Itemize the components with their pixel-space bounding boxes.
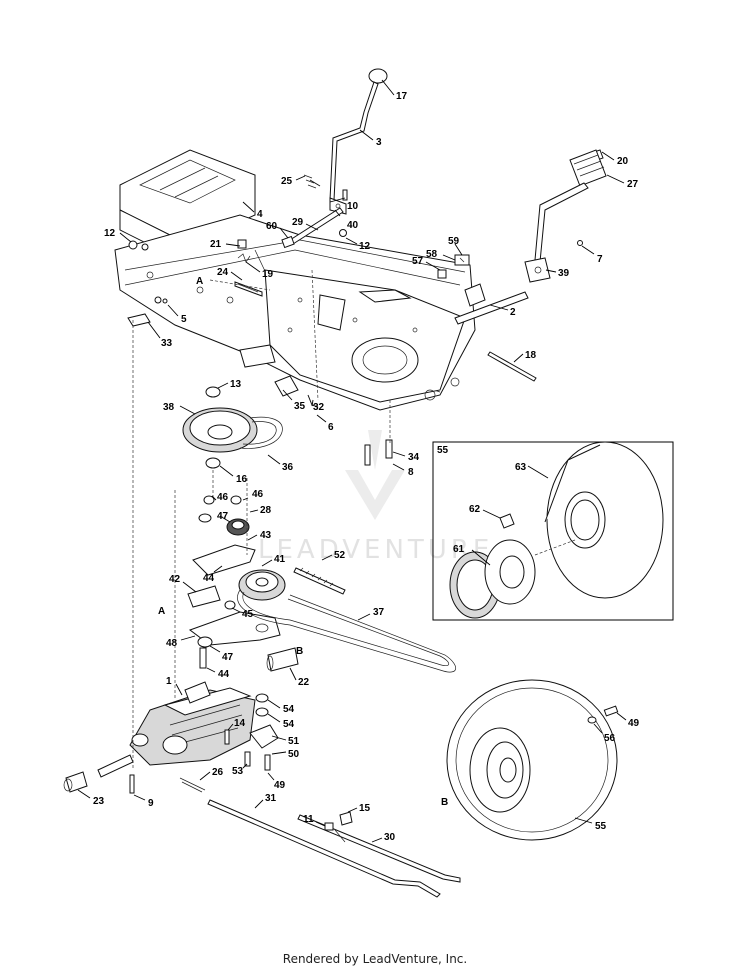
watermark: LEADVENTURE	[258, 430, 493, 565]
callout-24: 24	[217, 267, 229, 278]
callout-36: 36	[282, 462, 294, 473]
callout-21: 21	[210, 239, 222, 250]
callout-54: 54	[283, 719, 295, 730]
callout-58: 58	[426, 249, 438, 260]
callout-54: 54	[283, 704, 295, 715]
callout-42: 42	[169, 574, 181, 585]
callout-49: 49	[628, 718, 640, 729]
callout-3: 3	[376, 137, 382, 148]
callout-5: 5	[181, 314, 187, 325]
callout-49: 49	[274, 780, 286, 791]
callout-6: 6	[328, 422, 334, 433]
callout-61: 61	[453, 544, 465, 555]
callout-23: 23	[93, 796, 105, 807]
callout-30: 30	[384, 832, 396, 843]
callout-43: 43	[260, 530, 272, 541]
callout-26: 26	[212, 767, 224, 778]
callout-16: 16	[236, 474, 248, 485]
callout-9: 9	[148, 798, 154, 809]
callout-44: 44	[218, 669, 230, 680]
ref-letter-b-upper: B	[296, 646, 303, 657]
callout-45: 45	[242, 609, 254, 620]
callout-29: 29	[292, 217, 304, 228]
idler-assembly	[187, 495, 346, 669]
callout-8: 8	[408, 467, 414, 478]
watermark-text: LEADVENTURE	[258, 535, 493, 565]
inset-label: 55	[437, 445, 449, 456]
callout-32: 32	[313, 402, 325, 413]
callout-31: 31	[265, 793, 277, 804]
callout-7: 7	[597, 254, 603, 265]
callout-56: 56	[604, 733, 616, 744]
ref-letter-b-lower: B	[441, 797, 448, 808]
callout-47: 47	[217, 511, 229, 522]
wheel-inset	[432, 441, 674, 621]
callout-28: 28	[260, 505, 272, 516]
callout-1: 1	[166, 676, 172, 687]
drive-pulley	[182, 407, 283, 453]
callout-60: 60	[266, 221, 278, 232]
callout-14: 14	[234, 718, 246, 729]
callout-62: 62	[469, 504, 481, 515]
callout-20: 20	[617, 156, 629, 167]
callout-2: 2	[510, 307, 516, 318]
callout-19: 19	[262, 269, 274, 280]
rear-wheel	[446, 679, 619, 841]
callout-15: 15	[359, 803, 371, 814]
watermark-logo	[345, 430, 405, 520]
callout-48: 48	[166, 638, 178, 649]
callout-53: 53	[232, 766, 244, 777]
callout-27: 27	[627, 179, 639, 190]
callout-63: 63	[515, 462, 527, 473]
callout-34: 34	[408, 452, 420, 463]
callout-13: 13	[230, 379, 242, 390]
callout-47: 47	[222, 652, 234, 663]
callout-17: 17	[396, 91, 408, 102]
callout-44: 44	[203, 573, 215, 584]
callout-57: 57	[412, 256, 424, 267]
callout-52: 52	[334, 550, 346, 561]
callout-38: 38	[163, 402, 175, 413]
callout-12: 12	[359, 241, 371, 252]
drive-pedal	[437, 149, 607, 325]
frame	[114, 149, 476, 411]
ref-letter-a-lower: A	[158, 606, 165, 617]
callout-40: 40	[347, 220, 359, 231]
callouts: 17 3 20 27 25 10 40 4 29 60 12 12 21 19 …	[77, 79, 640, 843]
callout-41: 41	[274, 554, 286, 565]
transaxle	[63, 647, 299, 794]
callout-37: 37	[373, 607, 385, 618]
reference-lines	[132, 269, 576, 770]
footer-credit: Rendered by LeadVenture, Inc.	[282, 952, 468, 966]
shift-lever	[281, 68, 388, 249]
callout-35: 35	[294, 401, 306, 412]
callout-39: 39	[558, 268, 570, 279]
callout-11: 11	[303, 814, 314, 825]
inset-frame	[432, 441, 674, 621]
callout-55: 55	[595, 821, 607, 832]
callout-51: 51	[288, 736, 300, 747]
callout-33: 33	[161, 338, 173, 349]
callout-46: 46	[217, 492, 229, 503]
upper-hardware	[127, 239, 537, 469]
callout-25: 25	[281, 176, 293, 187]
callout-59: 59	[448, 236, 460, 247]
rods	[207, 799, 461, 898]
callout-10: 10	[347, 201, 359, 212]
ref-letter-a-upper: A	[196, 276, 203, 287]
callout-50: 50	[288, 749, 300, 760]
callout-12: 12	[104, 228, 116, 239]
callout-18: 18	[525, 350, 537, 361]
callout-22: 22	[298, 677, 310, 688]
callout-46: 46	[252, 489, 264, 500]
callout-4: 4	[257, 209, 263, 220]
belt-37	[237, 569, 456, 673]
